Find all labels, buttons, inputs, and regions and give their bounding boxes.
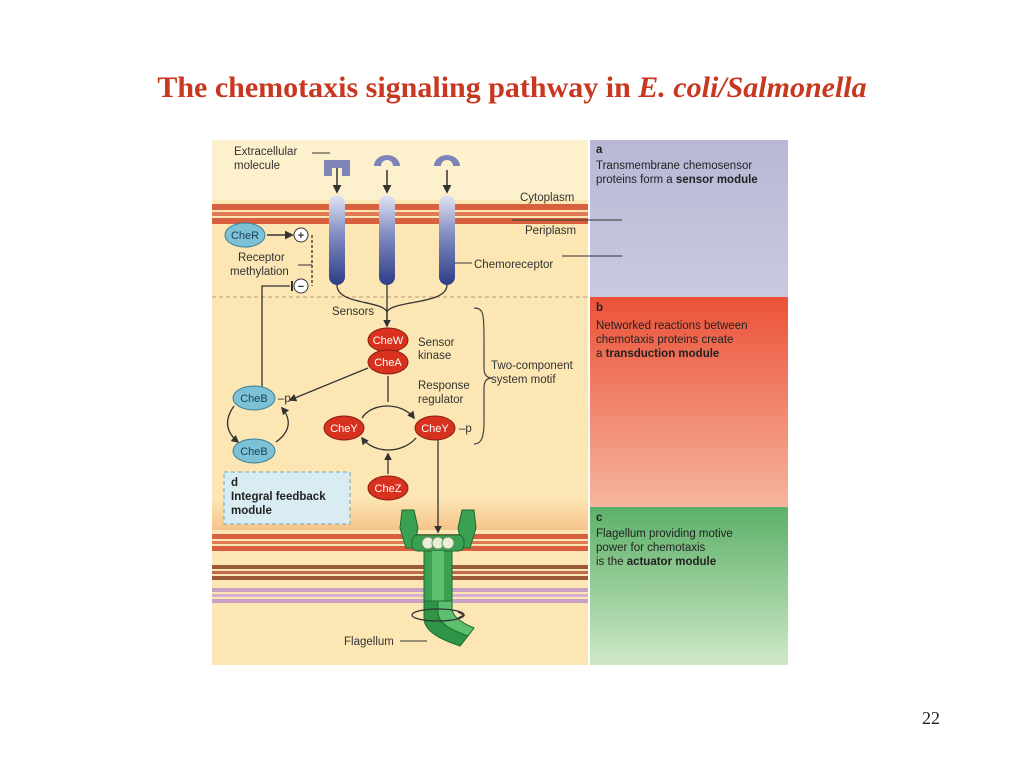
slide-title-main: The chemotaxis signaling pathway in bbox=[157, 71, 639, 104]
panel-actuator-module bbox=[590, 507, 788, 665]
slide-title: The chemotaxis signaling pathway in E. c… bbox=[0, 68, 1024, 108]
slide-title-italic: E. coli/Salmonella bbox=[638, 71, 867, 104]
module-d-letter: d bbox=[231, 477, 238, 489]
plus-symbol: + bbox=[298, 230, 304, 242]
plus-icon bbox=[293, 227, 309, 243]
panel-transduction-module bbox=[590, 297, 788, 507]
arrow-chea-to-cheb bbox=[288, 367, 369, 402]
label-response-regulator-2: regulator bbox=[418, 394, 464, 406]
panel-a-line2-text: proteins form a bbox=[596, 174, 676, 186]
panel-a-bold: sensor module bbox=[676, 174, 758, 186]
chemotaxis-diagram: Extracellular molecule Cytoplasm Peripla… bbox=[212, 140, 788, 665]
label-response-regulator-1: Response bbox=[418, 380, 470, 392]
label-cytoplasm: Cytoplasm bbox=[520, 192, 574, 204]
protein-chew-label: CheW bbox=[373, 335, 404, 347]
outer-membrane bbox=[212, 204, 588, 224]
flagellar-motor bbox=[399, 509, 477, 602]
label-phospho-cheb: –p bbox=[278, 393, 291, 405]
receptor-3 bbox=[434, 155, 460, 285]
module-d-box bbox=[223, 471, 351, 525]
module-d-line2: module bbox=[231, 505, 272, 517]
chemotaxis-figure: Extracellular molecule Cytoplasm Peripla… bbox=[212, 140, 788, 665]
label-sensors: Sensors bbox=[332, 306, 374, 318]
ligand-round-icon bbox=[434, 155, 460, 166]
panel-c-line3-text: is the bbox=[596, 556, 627, 568]
panel-b-bold: transduction module bbox=[606, 348, 720, 360]
label-receptor-methylation-1: Receptor bbox=[238, 252, 285, 264]
panel-c-bold: actuator module bbox=[627, 556, 716, 568]
module-d-line1: Integral feedback bbox=[231, 491, 326, 503]
panel-b-line2: chemotaxis proteins create bbox=[596, 334, 733, 346]
chemoreceptor-1 bbox=[329, 195, 345, 285]
protein-cher-label: CheR bbox=[231, 230, 259, 242]
label-two-component-1: Two-component bbox=[491, 360, 574, 372]
label-sensor-kinase-1: Sensor bbox=[418, 337, 455, 349]
flagellum bbox=[411, 600, 475, 647]
panel-c-line1: Flagellum providing motive bbox=[596, 528, 733, 540]
protein-chey-right-label: CheY bbox=[421, 423, 449, 435]
panel-b-letter: b bbox=[596, 302, 603, 314]
panel-c-line3: is the actuator module bbox=[596, 556, 716, 568]
panel-a-line1: Transmembrane chemosensor bbox=[596, 160, 752, 172]
label-periplasm: Periplasm bbox=[525, 225, 576, 237]
protein-chea bbox=[367, 349, 409, 375]
label-chemoreceptor: Chemoreceptor bbox=[474, 259, 553, 271]
protein-chey-right bbox=[414, 415, 456, 441]
protein-cheb-phospho-label: CheB bbox=[240, 393, 268, 405]
minus-symbol: − bbox=[298, 281, 304, 293]
panel-sensor-module bbox=[590, 140, 788, 297]
panel-b-line1: Networked reactions between bbox=[596, 320, 748, 332]
chemoreceptor-3 bbox=[439, 195, 455, 285]
protein-chey-left-label: CheY bbox=[330, 423, 358, 435]
receptor-2 bbox=[374, 155, 400, 285]
inner-membrane bbox=[212, 534, 588, 603]
label-flagellum: Flagellum bbox=[344, 636, 394, 648]
panel-b-line3: a transduction module bbox=[596, 348, 719, 360]
protein-cheb bbox=[232, 438, 276, 464]
protein-cheb-label: CheB bbox=[240, 446, 268, 458]
protein-chey-left bbox=[323, 415, 365, 441]
panel-a-letter: a bbox=[596, 144, 603, 156]
two-component-brace bbox=[473, 307, 493, 445]
receptor-1 bbox=[324, 160, 350, 285]
extracellular-region bbox=[212, 140, 588, 200]
label-sensor-kinase-2: kinase bbox=[418, 350, 451, 362]
protein-cher bbox=[224, 222, 266, 248]
panel-c-letter: c bbox=[596, 512, 603, 524]
protein-cheb-phospho bbox=[232, 385, 276, 411]
label-extracellular-1: Extracellular bbox=[234, 146, 297, 158]
label-receptor-methylation-2: methylation bbox=[230, 266, 289, 278]
panel-c-line2: power for chemotaxis bbox=[596, 542, 706, 554]
cheb-feedback-line bbox=[261, 285, 290, 388]
panel-b-line3-text: a bbox=[596, 348, 606, 360]
panel-a-line2: proteins form a sensor module bbox=[596, 174, 758, 186]
ligand-round-icon bbox=[374, 155, 400, 166]
label-extracellular-2: molecule bbox=[234, 160, 280, 172]
slide-number: 22 bbox=[922, 708, 940, 728]
protein-chea-label: CheA bbox=[374, 357, 402, 369]
protein-chez bbox=[367, 475, 409, 501]
label-phospho-chey: –p bbox=[459, 423, 472, 435]
label-two-component-2: system motif bbox=[491, 374, 556, 386]
minus-icon bbox=[293, 278, 309, 294]
chemoreceptor-2 bbox=[379, 195, 395, 285]
protein-chez-label: CheZ bbox=[375, 483, 402, 495]
